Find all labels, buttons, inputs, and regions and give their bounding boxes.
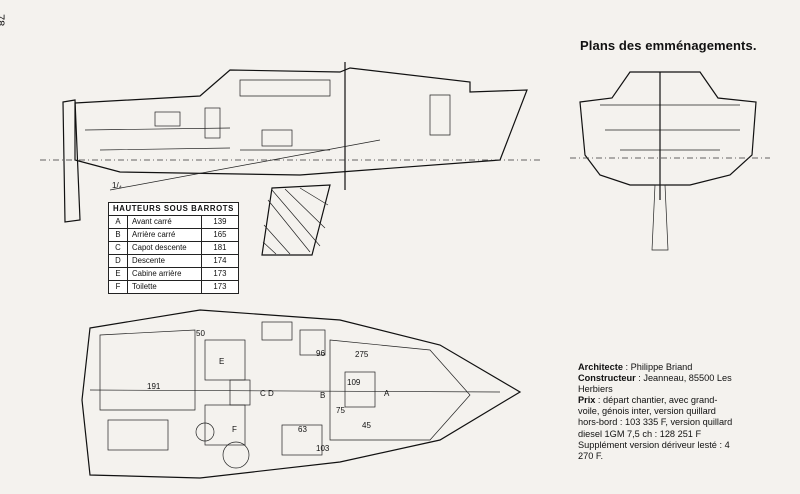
label-75: 75 — [336, 406, 345, 415]
label-63: 63 — [298, 425, 307, 434]
label-f: F — [232, 425, 237, 434]
page-title: Plans des emménagements. — [580, 38, 757, 53]
specs-block: Architecte : Philippe Briand Constructeu… — [578, 362, 738, 462]
side-profile-drawing: 1/₄ — [40, 62, 540, 256]
label-45: 45 — [362, 421, 371, 430]
label-109: 109 — [347, 378, 361, 387]
builder-line: Constructeur : Jeanneau, 85500 Les Herbi… — [578, 373, 732, 395]
heights-table-header: HAUTEURS SOUS BARROTS — [108, 202, 239, 216]
label-96: 96 — [316, 349, 325, 358]
plan-view-drawing: 191 275 109 63 75 45 96 50 103 E C D B A… — [81, 309, 522, 479]
label-cd: C D — [260, 389, 274, 398]
label-a: A — [384, 389, 390, 398]
label-275: 275 — [355, 350, 369, 359]
price-line: Prix : départ chantier, avec grand-voile… — [578, 395, 733, 439]
label-e: E — [219, 357, 224, 366]
label-b: B — [320, 391, 325, 400]
label-103: 103 — [316, 444, 330, 453]
label-50: 50 — [196, 329, 205, 338]
architect-line: Architecte : Philippe Briand — [578, 362, 693, 372]
profile-mark: 1/₄ — [112, 181, 122, 190]
label-191: 191 — [147, 382, 161, 391]
section-drawing — [570, 71, 770, 251]
supplement-line: Supplément version dériveur lesté : 4 27… — [578, 439, 730, 461]
